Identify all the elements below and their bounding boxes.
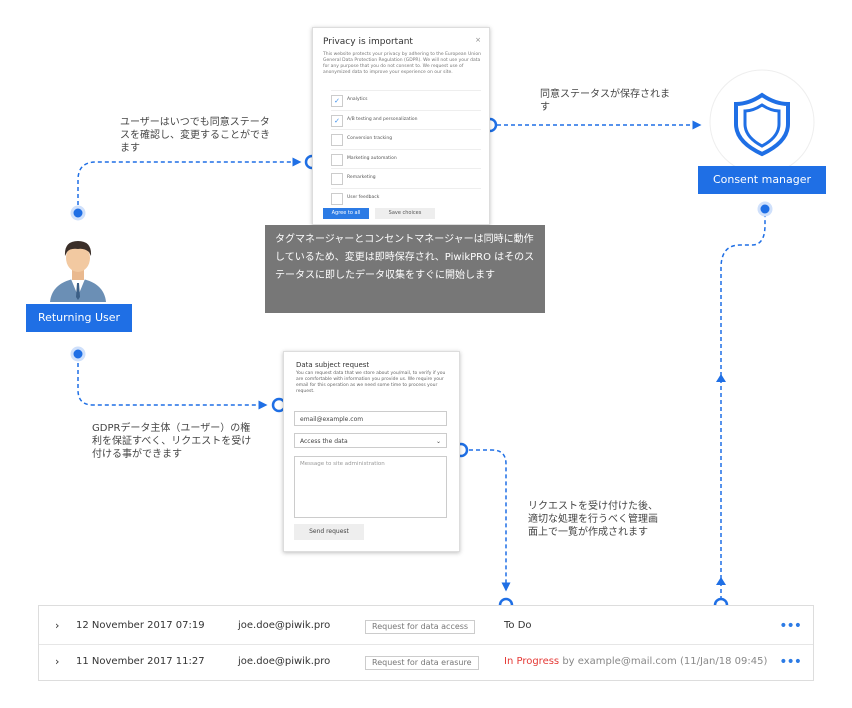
chevron-right-icon[interactable]: ›	[55, 619, 60, 632]
select-value: Access the data	[300, 438, 348, 445]
consent-item[interactable]: User feedback	[331, 187, 481, 208]
consent-label: Remarketing	[347, 175, 376, 180]
shield-icon	[709, 69, 815, 175]
consent-label: Marketing automation	[347, 155, 397, 161]
data-subject-request-form: Data subject request You can request dat…	[283, 351, 460, 552]
row-status: To Do	[504, 608, 532, 644]
caption-status-saved: 同意ステータスが保存されます	[540, 89, 670, 113]
message-field[interactable]: Message to site administration	[294, 456, 447, 518]
consent-item[interactable]: Marketing automation	[331, 148, 481, 169]
row-email: joe.doe@piwik.pro	[238, 620, 331, 631]
table-row[interactable]: › 11 November 2017 11:27 joe.doe@piwik.p…	[39, 644, 813, 680]
row-date: 12 November 2017 07:19	[76, 620, 205, 631]
row-email: joe.doe@piwik.pro	[238, 656, 331, 667]
checkbox-marketing[interactable]	[331, 153, 343, 166]
checkbox-remarketing[interactable]	[331, 173, 343, 185]
status-extra: by example@mail.com (11/Jan/18 09:45)	[559, 656, 768, 667]
flow-dsr-to-table	[462, 449, 511, 592]
caption-request-list: リクエストを受け付けた後、適切な処理を行うべく管理画面上で一覧が作成されます	[528, 501, 658, 538]
consent-label: A/B testing and personalization	[347, 116, 418, 122]
dsr-description: You can request data that we store about…	[296, 371, 446, 394]
more-icon[interactable]: •••	[779, 654, 802, 670]
dsr-title: Data subject request	[296, 361, 370, 369]
privacy-modal: Privacy is important × This website prot…	[312, 27, 490, 225]
checkbox-conversion[interactable]	[331, 134, 343, 146]
flow-table-to-cm	[720, 212, 766, 600]
row-type-badge: Request for data erasure	[365, 656, 479, 670]
consent-item[interactable]: ✓ A/B testing and personalization	[331, 109, 481, 130]
checkbox-analytics[interactable]: ✓	[331, 95, 343, 107]
chevron-down-icon: ⌄	[435, 438, 441, 445]
user-avatar-icon	[50, 241, 106, 302]
row-date: 11 November 2017 11:27	[76, 656, 205, 667]
row-type-badge: Request for data access	[365, 620, 476, 634]
returning-user-label: Returning User	[26, 304, 132, 332]
table-row[interactable]: › 12 November 2017 07:19 joe.doe@piwik.p…	[39, 608, 813, 645]
request-type-select[interactable]: Access the data ⌄	[294, 433, 447, 448]
send-request-button[interactable]: Send request	[294, 524, 364, 540]
caption-user-check: ユーザーはいつでも同意ステータスを確認し、変更することができます	[120, 117, 270, 154]
consent-item[interactable]: Remarketing	[331, 168, 481, 188]
consent-item[interactable]: Conversion tracking	[331, 129, 481, 149]
sync-note: タグマネージャーとコンセントマネージャーは同時に動作しているため、変更は即時保存…	[265, 225, 545, 313]
consent-label: Analytics	[347, 97, 368, 102]
save-choices-button[interactable]: Save choices	[375, 208, 435, 219]
checkbox-user-feedback[interactable]	[331, 192, 343, 205]
flow-user-to-dsr	[77, 356, 268, 410]
consent-list: ✓ Analytics ✓ A/B testing and personalizat…	[331, 90, 481, 207]
email-field[interactable]: email@example.com	[294, 411, 447, 426]
flow-user-to-modal	[77, 157, 302, 212]
consent-label: Conversion tracking	[347, 136, 393, 141]
agree-all-button[interactable]: Agree to all	[323, 208, 369, 219]
chevron-right-icon[interactable]: ›	[55, 655, 60, 668]
request-table: › 12 November 2017 07:19 joe.doe@piwik.p…	[38, 605, 814, 681]
privacy-intro: This website protects your privacy by ad…	[323, 52, 481, 75]
close-icon[interactable]: ×	[475, 36, 481, 44]
caption-gdpr-rights: GDPRデータ主体（ユーザー）の権利を保証すべく、リクエストを受け付ける事ができ…	[92, 423, 252, 460]
status-text: To Do	[504, 620, 532, 631]
consent-manager-label: Consent manager	[698, 166, 826, 194]
more-icon[interactable]: •••	[779, 618, 802, 634]
row-status: In Progress by example@mail.com (11/Jan/…	[504, 644, 767, 680]
status-text: In Progress	[504, 656, 560, 667]
privacy-modal-title: Privacy is important	[323, 37, 413, 47]
consent-item[interactable]: ✓ Analytics	[331, 90, 481, 110]
consent-label: User feedback	[347, 194, 380, 200]
checkbox-ab-testing[interactable]: ✓	[331, 114, 343, 127]
